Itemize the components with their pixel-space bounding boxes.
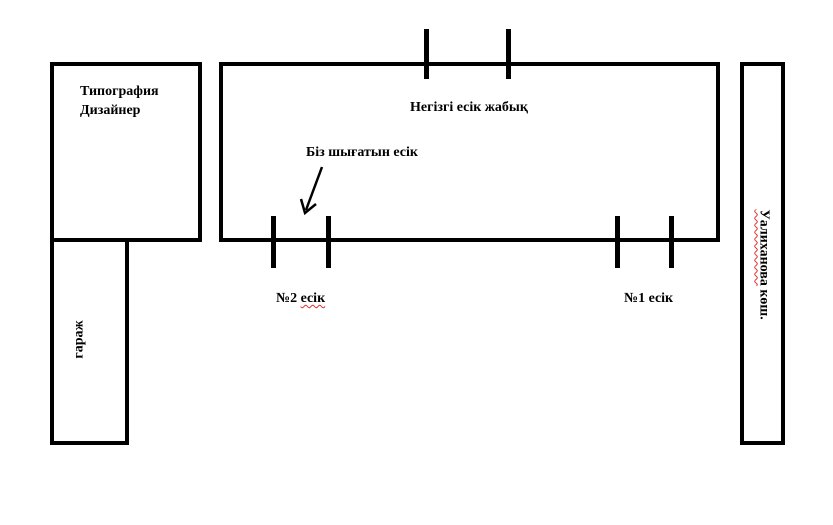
- street-strip: [740, 62, 785, 445]
- typography-label-line1: Типография: [80, 84, 159, 99]
- street-label-suffix: көш.: [756, 285, 772, 320]
- door1-left-jamb: [615, 216, 620, 268]
- typography-building: [50, 62, 202, 242]
- typography-label: Типография Дизайнер: [80, 83, 159, 121]
- door2-label: №2 есік: [276, 290, 325, 309]
- door1-right-jamb: [669, 216, 674, 268]
- door2-left-jamb: [271, 216, 276, 268]
- main-door-left-jamb: [424, 29, 429, 79]
- door2-label-number: №2: [276, 291, 301, 306]
- main-building: [219, 62, 720, 242]
- door2-label-word: есік: [300, 291, 326, 306]
- door2-right-jamb: [326, 216, 331, 268]
- arrow-shaft: [304, 166, 324, 211]
- exit-door-label: Біз шығатын есік: [306, 145, 418, 160]
- door1-label: №1 есік: [624, 291, 674, 306]
- main-door-right-jamb: [506, 29, 511, 79]
- street-label: Уалиханова көш.: [754, 209, 773, 319]
- arrow-head: [299, 198, 317, 216]
- street-label-name: Уалиханова: [756, 209, 772, 286]
- main-door-closed-label: Негізгі есік жабық: [410, 100, 528, 115]
- garage-building: [50, 238, 129, 445]
- typography-label-line2: Дизайнер: [80, 102, 141, 118]
